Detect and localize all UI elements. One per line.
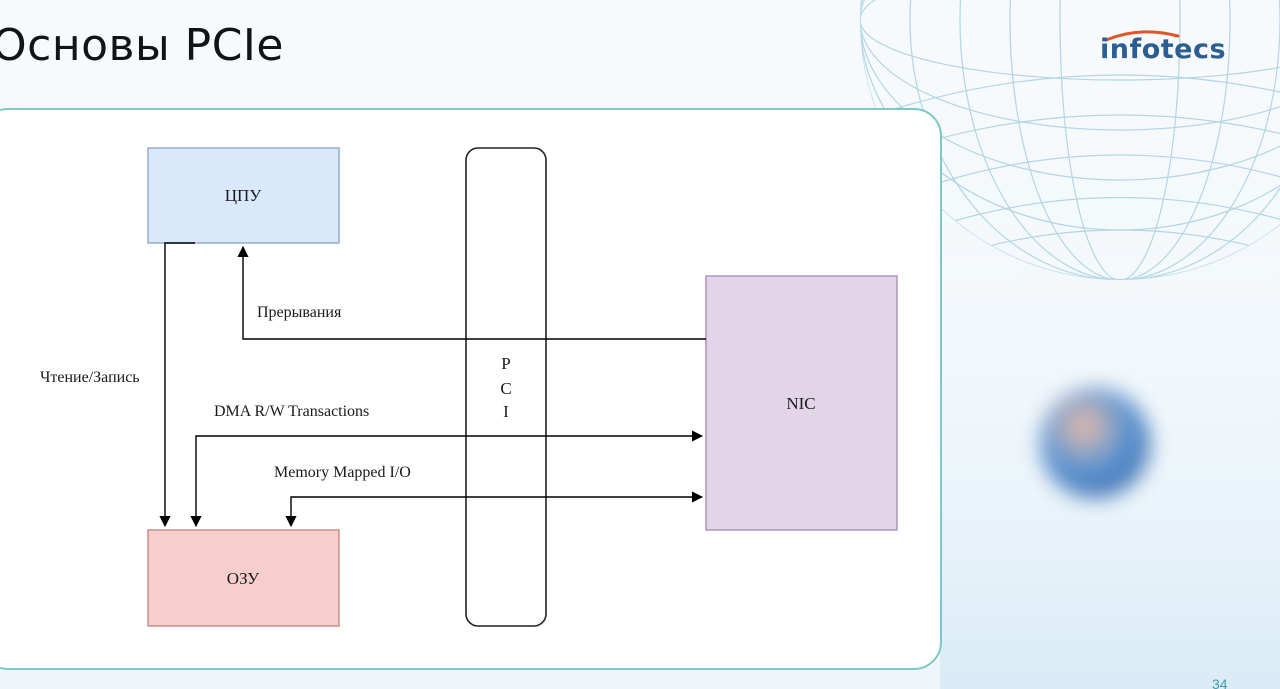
ram-label: ОЗУ: [227, 569, 260, 588]
page-number: 34: [1212, 676, 1228, 689]
dma-edge: DMA R/W Transactions: [190, 403, 704, 528]
read-write-label: Чтение/Запись: [40, 369, 140, 386]
nic-block: NIC: [705, 275, 898, 531]
interrupts-label: Прерывания: [257, 304, 342, 321]
dma-label: DMA R/W Transactions: [214, 403, 369, 420]
ram-block: ОЗУ: [147, 529, 340, 627]
pci-bus: P C I: [465, 147, 547, 627]
mmio-label: Memory Mapped I/O: [274, 464, 411, 481]
logo-arc-icon: [1104, 30, 1180, 42]
interrupts-edge: Прерывания: [237, 245, 706, 340]
infotecs-logo: infotecs: [1100, 28, 1240, 74]
pci-letter-i: I: [503, 402, 509, 421]
read-write-edge: Чтение/Запись: [40, 242, 195, 528]
pci-letter-p: P: [501, 354, 510, 373]
cpu-label: ЦПУ: [225, 186, 263, 205]
nic-label: NIC: [786, 394, 815, 413]
blurred-globe-decoration: [1040, 388, 1150, 498]
mmio-edge: Memory Mapped I/O: [274, 464, 704, 528]
slide-title: Основы PCIe: [0, 20, 284, 71]
logo-wordmark: infotecs: [1100, 34, 1227, 65]
pci-letter-c: C: [500, 379, 511, 398]
cpu-block: ЦПУ: [147, 147, 340, 244]
